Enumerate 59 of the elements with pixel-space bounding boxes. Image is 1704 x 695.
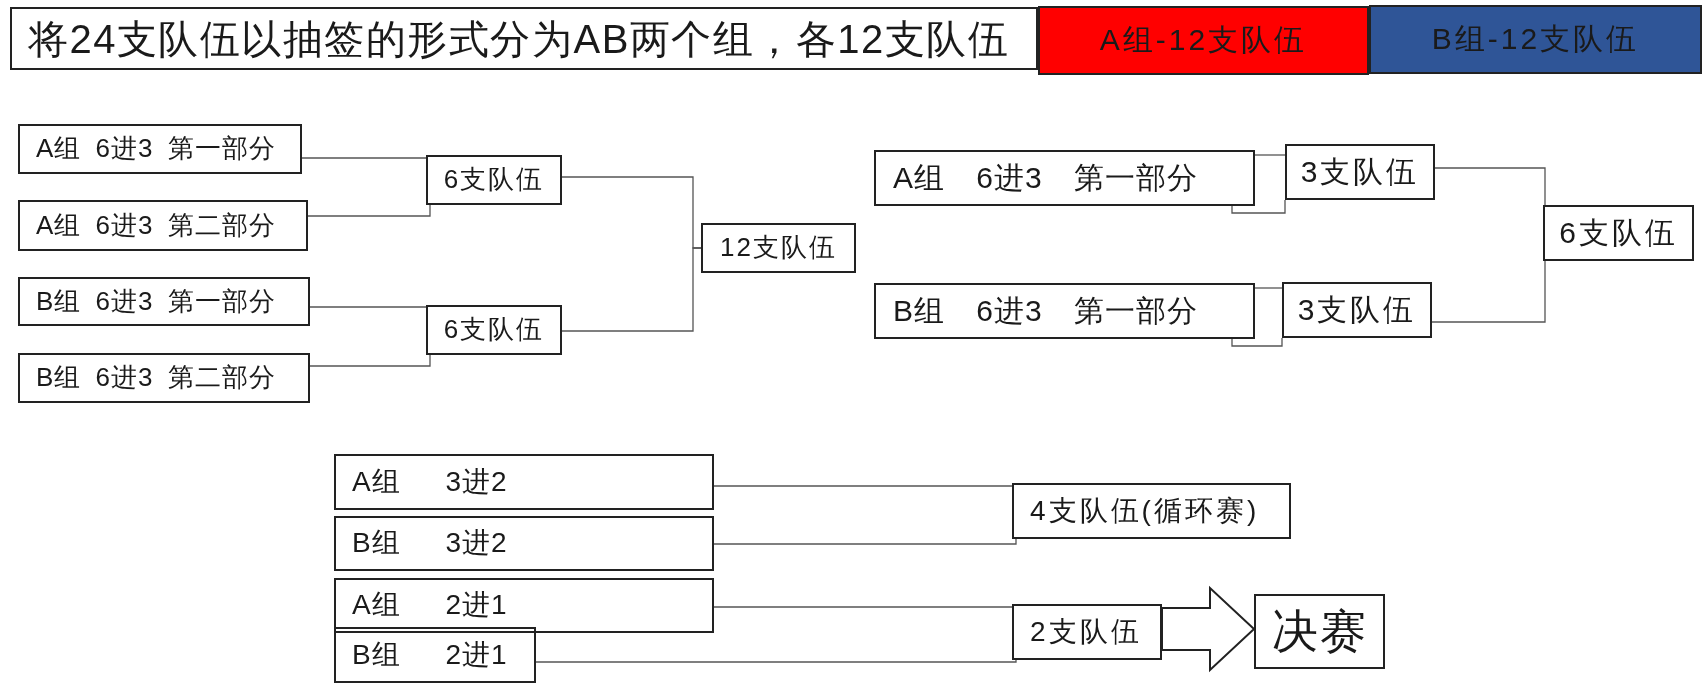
result-box: [1543, 205, 1694, 261]
bracket-line: [713, 538, 1017, 545]
bracket-line: [713, 485, 1013, 487]
team-count-label: 3支队伍: [1297, 292, 1417, 328]
result-box: [701, 223, 856, 273]
group-box: [334, 516, 714, 571]
result-box: [426, 155, 562, 205]
result-box: [1285, 144, 1435, 200]
group-box: [18, 124, 302, 174]
bracket-line: [309, 306, 427, 308]
bracket-line: [301, 157, 427, 159]
result-box: [426, 305, 562, 355]
bracket-line: [535, 659, 1017, 663]
pool-label: A组-12支队伍: [1099, 23, 1308, 58]
group-box: [874, 150, 1255, 206]
team-count-label: 4支队伍(循环赛): [1030, 494, 1260, 528]
team-count-label: 6支队伍: [443, 165, 545, 195]
bracket-line: [1231, 199, 1286, 214]
group-label: A组 6进3 第二部分: [36, 210, 276, 241]
group-label: A组 2进1: [352, 589, 508, 622]
bracket-line: [1434, 167, 1546, 206]
team-count-label: 12支队伍: [720, 233, 837, 263]
group-box: [334, 578, 714, 633]
team-count-label: 6支队伍: [443, 315, 545, 345]
bracket-line: [1231, 337, 1283, 347]
team-count-label: 3支队伍: [1300, 154, 1420, 190]
group-label: B组 2进1: [352, 638, 508, 672]
bracket-line: [309, 354, 431, 367]
bracket-line: [1254, 154, 1286, 156]
result-box: [1012, 604, 1162, 660]
group-box: [874, 283, 1255, 339]
bracket-line: [1431, 260, 1546, 323]
pool-banner: [1369, 5, 1702, 74]
bracket-line: [561, 247, 702, 332]
group-label: B组 6进3 第一部分: [893, 293, 1199, 329]
result-box: [1282, 282, 1432, 338]
final-box: [1254, 594, 1385, 669]
bracket-line: [713, 606, 1013, 608]
bracket-line: [307, 204, 431, 217]
group-box: [18, 353, 310, 403]
group-label: A组 6进3 第一部分: [36, 134, 276, 164]
pool-banner: [1038, 6, 1369, 75]
team-count-label: 6支队伍: [1559, 215, 1678, 251]
group-label: A组 3进2: [352, 465, 508, 499]
group-label: B组 3进2: [352, 527, 508, 560]
group-box: [18, 200, 308, 251]
team-count-label: 2支队伍: [1030, 615, 1142, 649]
group-box: [334, 454, 714, 510]
group-box: [18, 277, 310, 326]
group-label: A组 6进3 第一部分: [893, 160, 1199, 196]
result-box: [1012, 483, 1291, 539]
group-label: B组 6进3 第二部分: [36, 363, 276, 393]
bracket-line: [1254, 287, 1283, 289]
title-text: 将24支队伍以抽签的形式分为AB两个组，各12支队伍: [28, 15, 1010, 62]
block-arrow: [1161, 585, 1256, 673]
pool-label: B组-12支队伍: [1431, 22, 1640, 57]
final-label: 决赛: [1271, 605, 1368, 658]
group-box: [334, 627, 536, 683]
group-label: B组 6进3 第一部分: [36, 286, 276, 317]
